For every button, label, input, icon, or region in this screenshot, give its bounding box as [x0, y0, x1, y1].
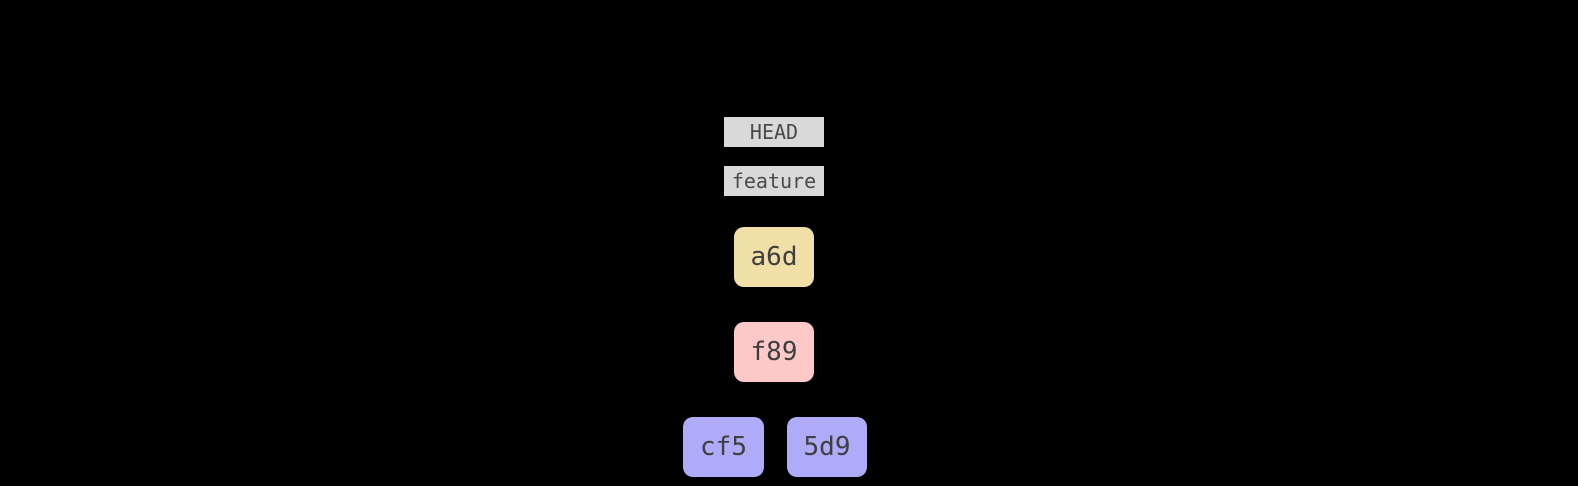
commit-node-a6d: a6d: [734, 227, 814, 287]
commit-node-f89: f89: [734, 322, 814, 382]
commit-node-cf5: cf5: [683, 417, 764, 477]
commit-node-5d9: 5d9: [787, 417, 867, 477]
head-ref-label: HEAD: [724, 117, 824, 147]
branch-label-feature: feature: [724, 166, 824, 196]
